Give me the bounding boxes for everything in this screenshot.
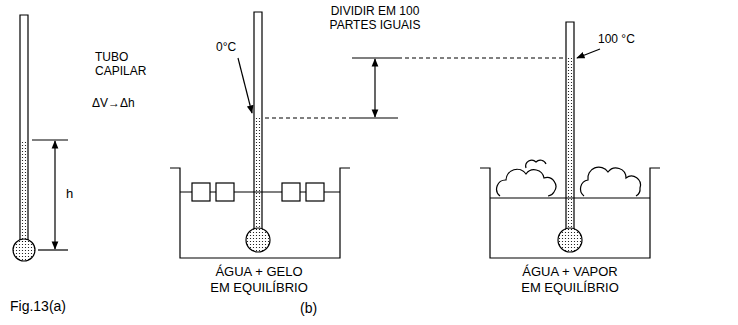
thermometer-ice bbox=[246, 12, 270, 252]
part-name: TUBO CAPILAR bbox=[95, 50, 157, 79]
thermometer-a bbox=[13, 15, 35, 261]
temperature-label: 100 °C bbox=[598, 32, 635, 46]
dimension-label: h bbox=[66, 186, 73, 202]
bath-label: ÁGUA + GELO EM EQUILÍBRIO bbox=[206, 264, 312, 295]
height-bracket bbox=[32, 140, 68, 250]
thermometer-steam bbox=[558, 22, 582, 252]
temperature-label: 0°C bbox=[216, 40, 236, 54]
interval-bracket bbox=[352, 58, 398, 118]
figure-caption: (b) bbox=[300, 300, 317, 317]
instruction-note: DIVIDIR EM 100 PARTES IGUAIS bbox=[326, 4, 424, 33]
level-guides bbox=[265, 58, 564, 118]
relation-note: ΔV→Δh bbox=[92, 96, 135, 110]
figure-caption: Fig.13(a) bbox=[10, 298, 66, 315]
bath-label: ÁGUA + VAPOR EM EQUILÍBRIO bbox=[516, 264, 624, 295]
leader-lines bbox=[238, 49, 600, 113]
